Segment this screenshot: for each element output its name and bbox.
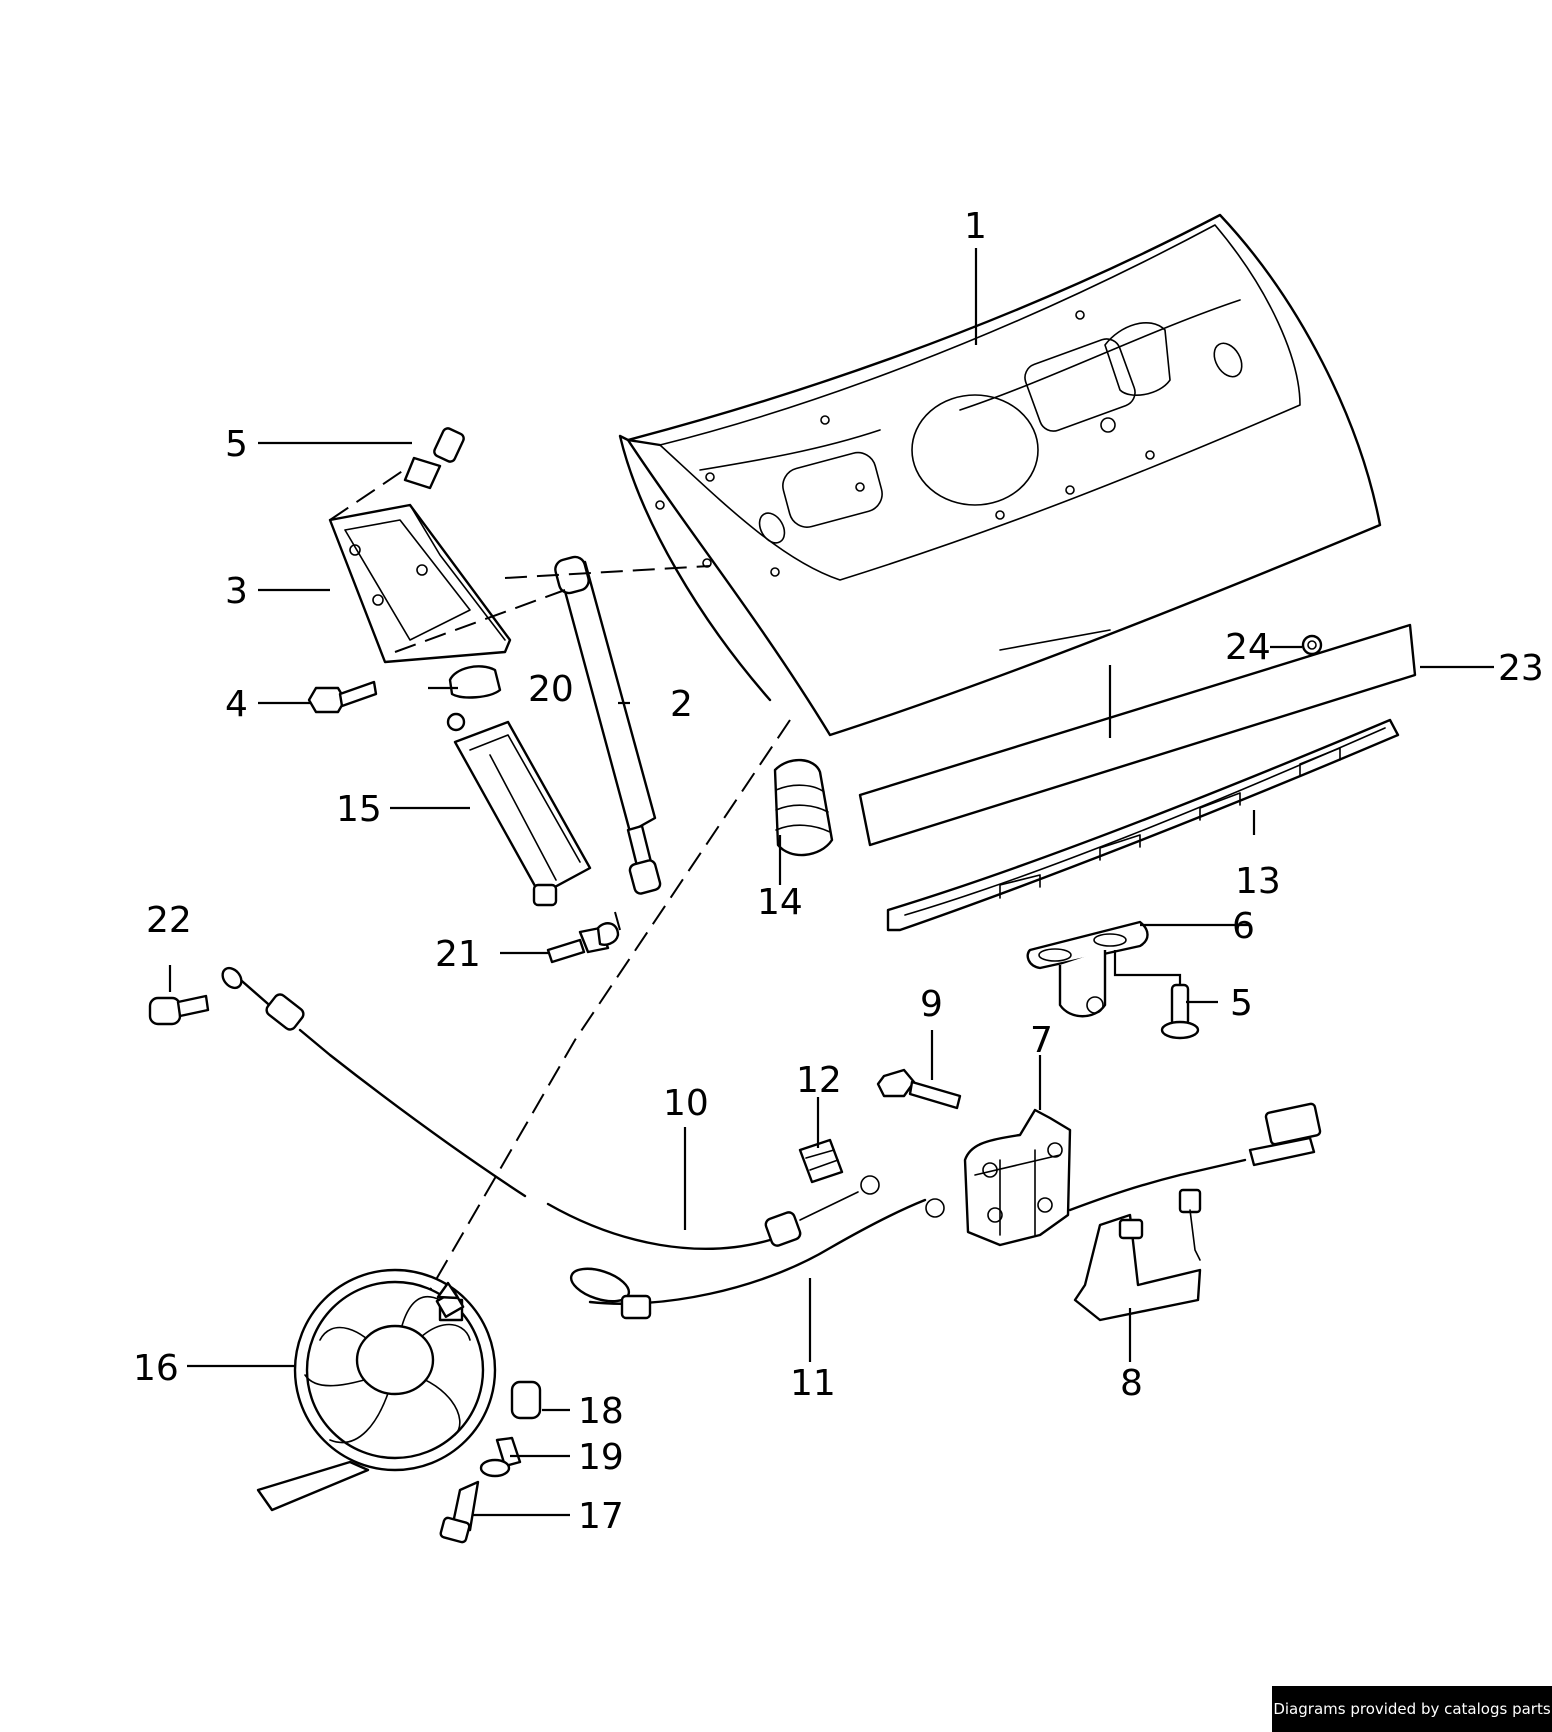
callout-1: 1 bbox=[964, 206, 987, 247]
hinge-bracket bbox=[328, 503, 512, 664]
callout-7: 7 bbox=[1030, 1020, 1053, 1061]
fan-fasteners bbox=[439, 1380, 542, 1544]
callout-24: 24 bbox=[1225, 627, 1271, 668]
latch-assembly bbox=[963, 1102, 1322, 1247]
callout-6: 6 bbox=[1232, 906, 1255, 947]
emergency-cable bbox=[569, 1198, 945, 1320]
callout-23: 23 bbox=[1498, 648, 1544, 689]
bolt-22 bbox=[148, 994, 210, 1026]
callout-9: 9 bbox=[920, 984, 943, 1025]
callout-22: 22 bbox=[146, 900, 192, 941]
callout-19: 19 bbox=[578, 1437, 624, 1478]
callout-15: 15 bbox=[336, 789, 382, 830]
callout-17: 17 bbox=[578, 1496, 624, 1537]
callout-5-lower: 5 bbox=[1230, 983, 1253, 1024]
callout-8: 8 bbox=[1120, 1363, 1143, 1404]
clip-nut bbox=[1301, 634, 1323, 656]
callout-10: 10 bbox=[663, 1083, 709, 1124]
rear-lid-panel bbox=[618, 213, 1382, 737]
rubber-pad bbox=[448, 665, 502, 699]
bolt-9 bbox=[876, 1068, 962, 1110]
callout-4: 4 bbox=[225, 684, 248, 725]
rubber-boot bbox=[773, 758, 834, 857]
wiring-bracket bbox=[1073, 1188, 1202, 1322]
callout-14: 14 bbox=[757, 882, 803, 923]
bolt-upper bbox=[403, 427, 465, 490]
seal-strip bbox=[886, 718, 1400, 932]
callout-5-upper: 5 bbox=[225, 424, 248, 465]
spoiler-trim-strip bbox=[858, 623, 1417, 847]
assembly-lines bbox=[329, 469, 791, 1291]
latch-actuator bbox=[446, 712, 592, 907]
callout-16: 16 bbox=[133, 1348, 179, 1389]
gas-strut bbox=[554, 555, 662, 895]
callout-20: 20 bbox=[528, 669, 574, 710]
callout-labels: 1 5 3 4 20 2 15 21 22 24 23 13 14 6 5 9 … bbox=[133, 206, 1544, 1537]
striker-bracket bbox=[1026, 920, 1149, 1018]
callout-3: 3 bbox=[225, 571, 248, 612]
callout-12: 12 bbox=[796, 1060, 842, 1101]
callout-11: 11 bbox=[790, 1363, 836, 1404]
callout-21: 21 bbox=[435, 934, 481, 975]
leader-lines bbox=[168, 248, 1494, 1517]
bolt-4 bbox=[307, 680, 378, 714]
bolt-21 bbox=[546, 922, 620, 964]
callout-18: 18 bbox=[578, 1391, 624, 1432]
callout-13: 13 bbox=[1235, 861, 1281, 902]
bolt-lower bbox=[1160, 983, 1200, 1040]
cable-clip bbox=[798, 1138, 844, 1184]
cooling-fan bbox=[256, 1268, 497, 1512]
credit-footer: Diagrams provided by catalogs parts bbox=[1272, 1686, 1552, 1732]
release-cable bbox=[221, 966, 880, 1250]
callout-2: 2 bbox=[670, 684, 693, 725]
